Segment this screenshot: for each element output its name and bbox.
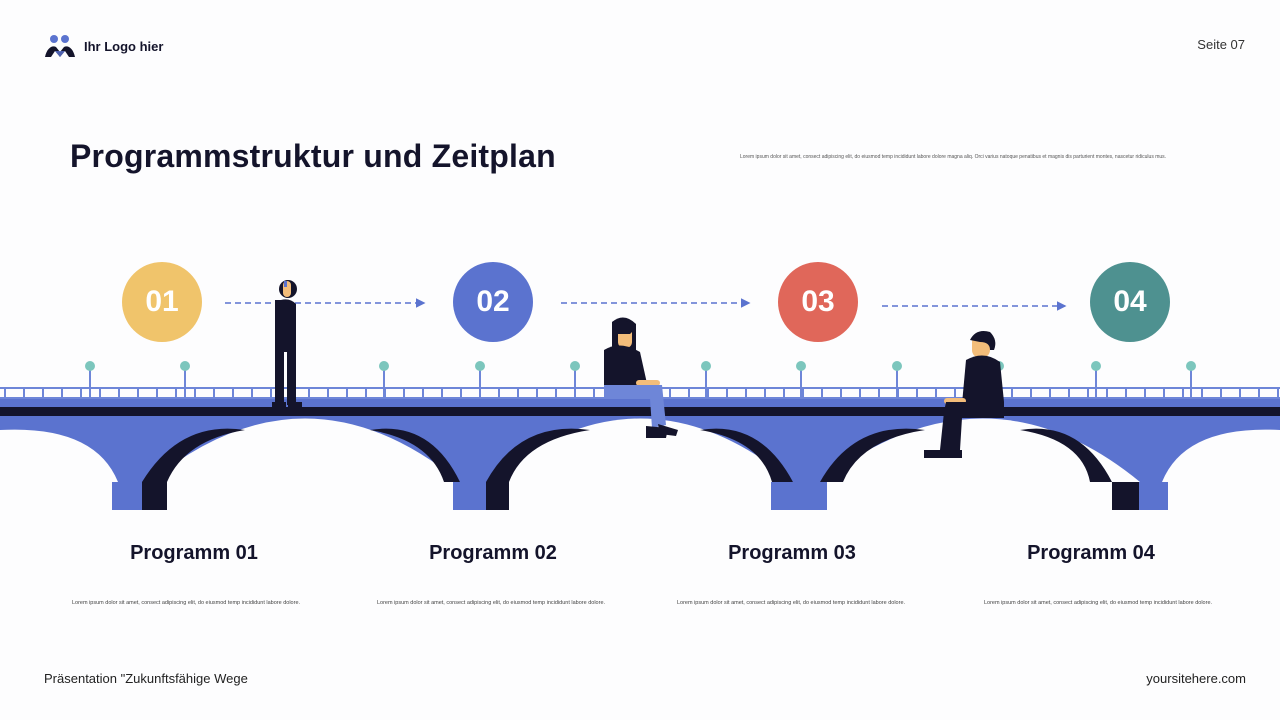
railing-post — [1239, 388, 1241, 398]
railing-post — [1011, 388, 1013, 398]
railing-post — [916, 388, 918, 398]
logo-text: Ihr Logo hier — [84, 38, 164, 54]
railing-post — [1125, 388, 1127, 398]
railing-post — [536, 388, 538, 398]
timeline-arrows — [225, 298, 1067, 311]
railing-post — [23, 388, 25, 398]
railing-post — [688, 388, 690, 398]
page-number: Seite 07 — [1197, 37, 1245, 52]
railing-post — [403, 388, 405, 398]
program-title-01: Programm 01 — [130, 542, 258, 564]
railing-post — [1049, 388, 1051, 398]
railing-post — [156, 388, 158, 398]
program-text-01: Lorem ipsum dolor sit amet, consect adip… — [71, 600, 301, 606]
railing-post — [821, 388, 823, 398]
person-sitting-man-icon — [924, 331, 1004, 458]
railing-post — [1220, 388, 1222, 398]
railing-post — [1182, 388, 1184, 398]
railing-post — [61, 388, 63, 398]
logo[interactable]: Ihr Logo hier — [44, 34, 163, 58]
railing-post — [517, 388, 519, 398]
railing-post — [422, 388, 424, 398]
railing-post — [194, 388, 196, 398]
lamp-post-icon — [475, 361, 485, 398]
railing-post — [327, 388, 329, 398]
railing-post — [783, 388, 785, 398]
railing-post — [498, 388, 500, 398]
railing-post — [232, 388, 234, 398]
railing-post — [1258, 388, 1260, 398]
railing-post — [764, 388, 766, 398]
railing-post — [80, 388, 82, 398]
railing-post — [878, 388, 880, 398]
railing-post — [213, 388, 215, 398]
railing-post — [308, 388, 310, 398]
railing-post — [745, 388, 747, 398]
footer-website-link[interactable]: yoursitehere.com — [1146, 671, 1246, 686]
program-text-03: Lorem ipsum dolor sit amet, consect adip… — [676, 600, 906, 606]
railing-post — [1106, 388, 1108, 398]
person-standing-icon — [272, 280, 302, 407]
railing-post — [802, 388, 804, 398]
railing-post — [270, 388, 272, 398]
railing-post — [42, 388, 44, 398]
step-number: 03 — [801, 285, 835, 318]
step-circle-03: 03 — [778, 262, 858, 342]
railing-post — [1201, 388, 1203, 398]
lamp-post-icon — [85, 361, 95, 398]
railing-post — [935, 388, 937, 398]
lamp-post-icon — [796, 361, 806, 398]
program-title-02: Programm 02 — [429, 542, 557, 564]
railing-post — [1087, 388, 1089, 398]
people-logo-icon — [45, 35, 75, 57]
railing-post — [859, 388, 861, 398]
step-number: 04 — [1113, 285, 1147, 318]
railing-post — [1030, 388, 1032, 398]
railing-post — [669, 388, 671, 398]
railing-post — [99, 388, 101, 398]
lamp-post-icon — [701, 361, 711, 398]
page-title: Programmstruktur und Zeitplan — [70, 138, 556, 174]
railing-post — [441, 388, 443, 398]
railing-post — [365, 388, 367, 398]
footer-presentation-title: Präsentation "Zukunftsfähige Wege — [44, 671, 248, 686]
railing-post — [555, 388, 557, 398]
railing-post — [707, 388, 709, 398]
lamp-post-icon — [892, 361, 902, 398]
railing-post — [1068, 388, 1070, 398]
railing-post — [1144, 388, 1146, 398]
railing-post — [251, 388, 253, 398]
lamp-post-icon — [570, 361, 580, 398]
railing-post — [4, 388, 6, 398]
step-circle-02: 02 — [453, 262, 533, 342]
railing-post — [954, 388, 956, 398]
railing-post — [137, 388, 139, 398]
step-number: 02 — [476, 285, 510, 318]
program-text-02: Lorem ipsum dolor sit amet, consect adip… — [376, 600, 606, 606]
railing-post — [460, 388, 462, 398]
railing-post — [840, 388, 842, 398]
railing-post — [118, 388, 120, 398]
railing-post — [1277, 388, 1279, 398]
lamp-post-icon — [1091, 361, 1101, 398]
step-number: 01 — [145, 285, 179, 318]
program-title-04: Programm 04 — [1027, 542, 1155, 564]
step-circle-04: 04 — [1090, 262, 1170, 342]
person-sitting-woman-icon — [604, 317, 678, 438]
program-text-04: Lorem ipsum dolor sit amet, consect adip… — [983, 600, 1213, 606]
bridge — [0, 398, 1280, 510]
lamp-post-icon — [1186, 361, 1196, 398]
step-circle-01: 01 — [122, 262, 202, 342]
railing-post — [346, 388, 348, 398]
lamp-post-icon — [379, 361, 389, 398]
program-title-03: Programm 03 — [728, 542, 856, 564]
railing-post — [593, 388, 595, 398]
intro-text: Lorem ipsum dolor sit amet, consect adip… — [740, 154, 1167, 160]
railing-post — [726, 388, 728, 398]
railing-post — [175, 388, 177, 398]
railing-post — [1163, 388, 1165, 398]
lamp-post-icon — [180, 361, 190, 398]
